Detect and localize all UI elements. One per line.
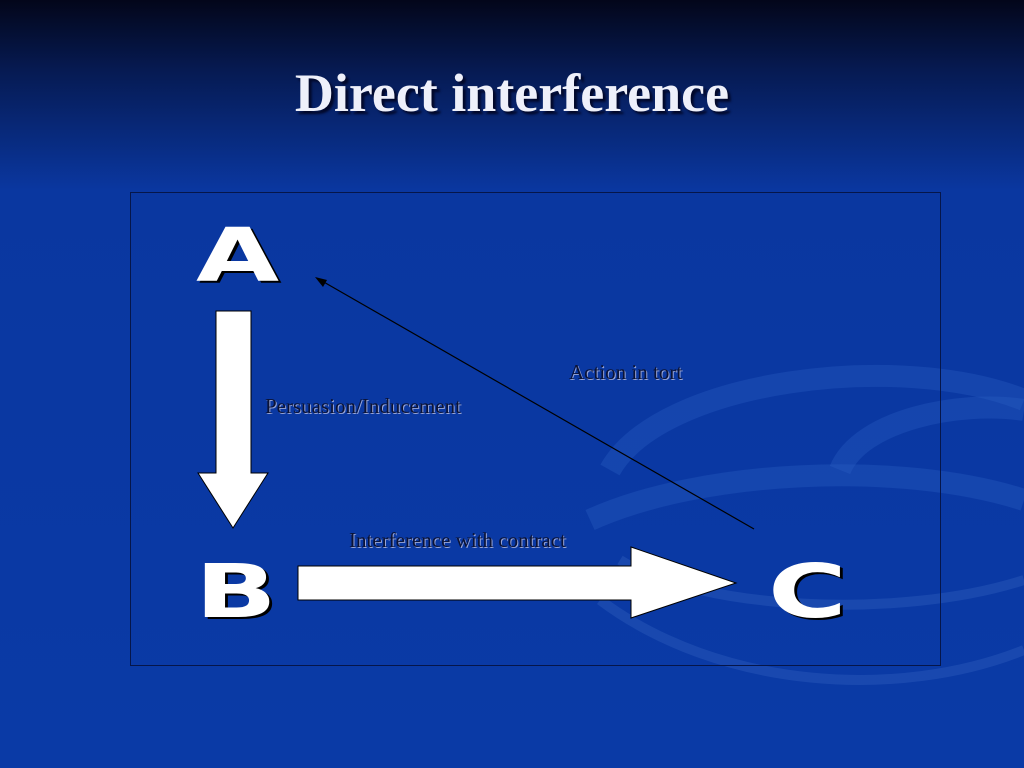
- node-c: C: [768, 549, 847, 635]
- diagram-frame: [130, 192, 941, 666]
- label-action: Action in tort: [569, 360, 683, 384]
- down-arrow: [197, 310, 269, 529]
- label-interference: Interference with contract: [349, 528, 566, 552]
- action-arrow-line: [321, 280, 755, 530]
- right-arrow: [297, 546, 738, 619]
- label-persuasion: Persuasion/Inducement: [265, 394, 461, 418]
- node-b: B: [195, 549, 277, 635]
- slide-title: Direct interference: [294, 63, 730, 123]
- action-arrow-head: [315, 277, 327, 287]
- node-a: A: [196, 213, 280, 299]
